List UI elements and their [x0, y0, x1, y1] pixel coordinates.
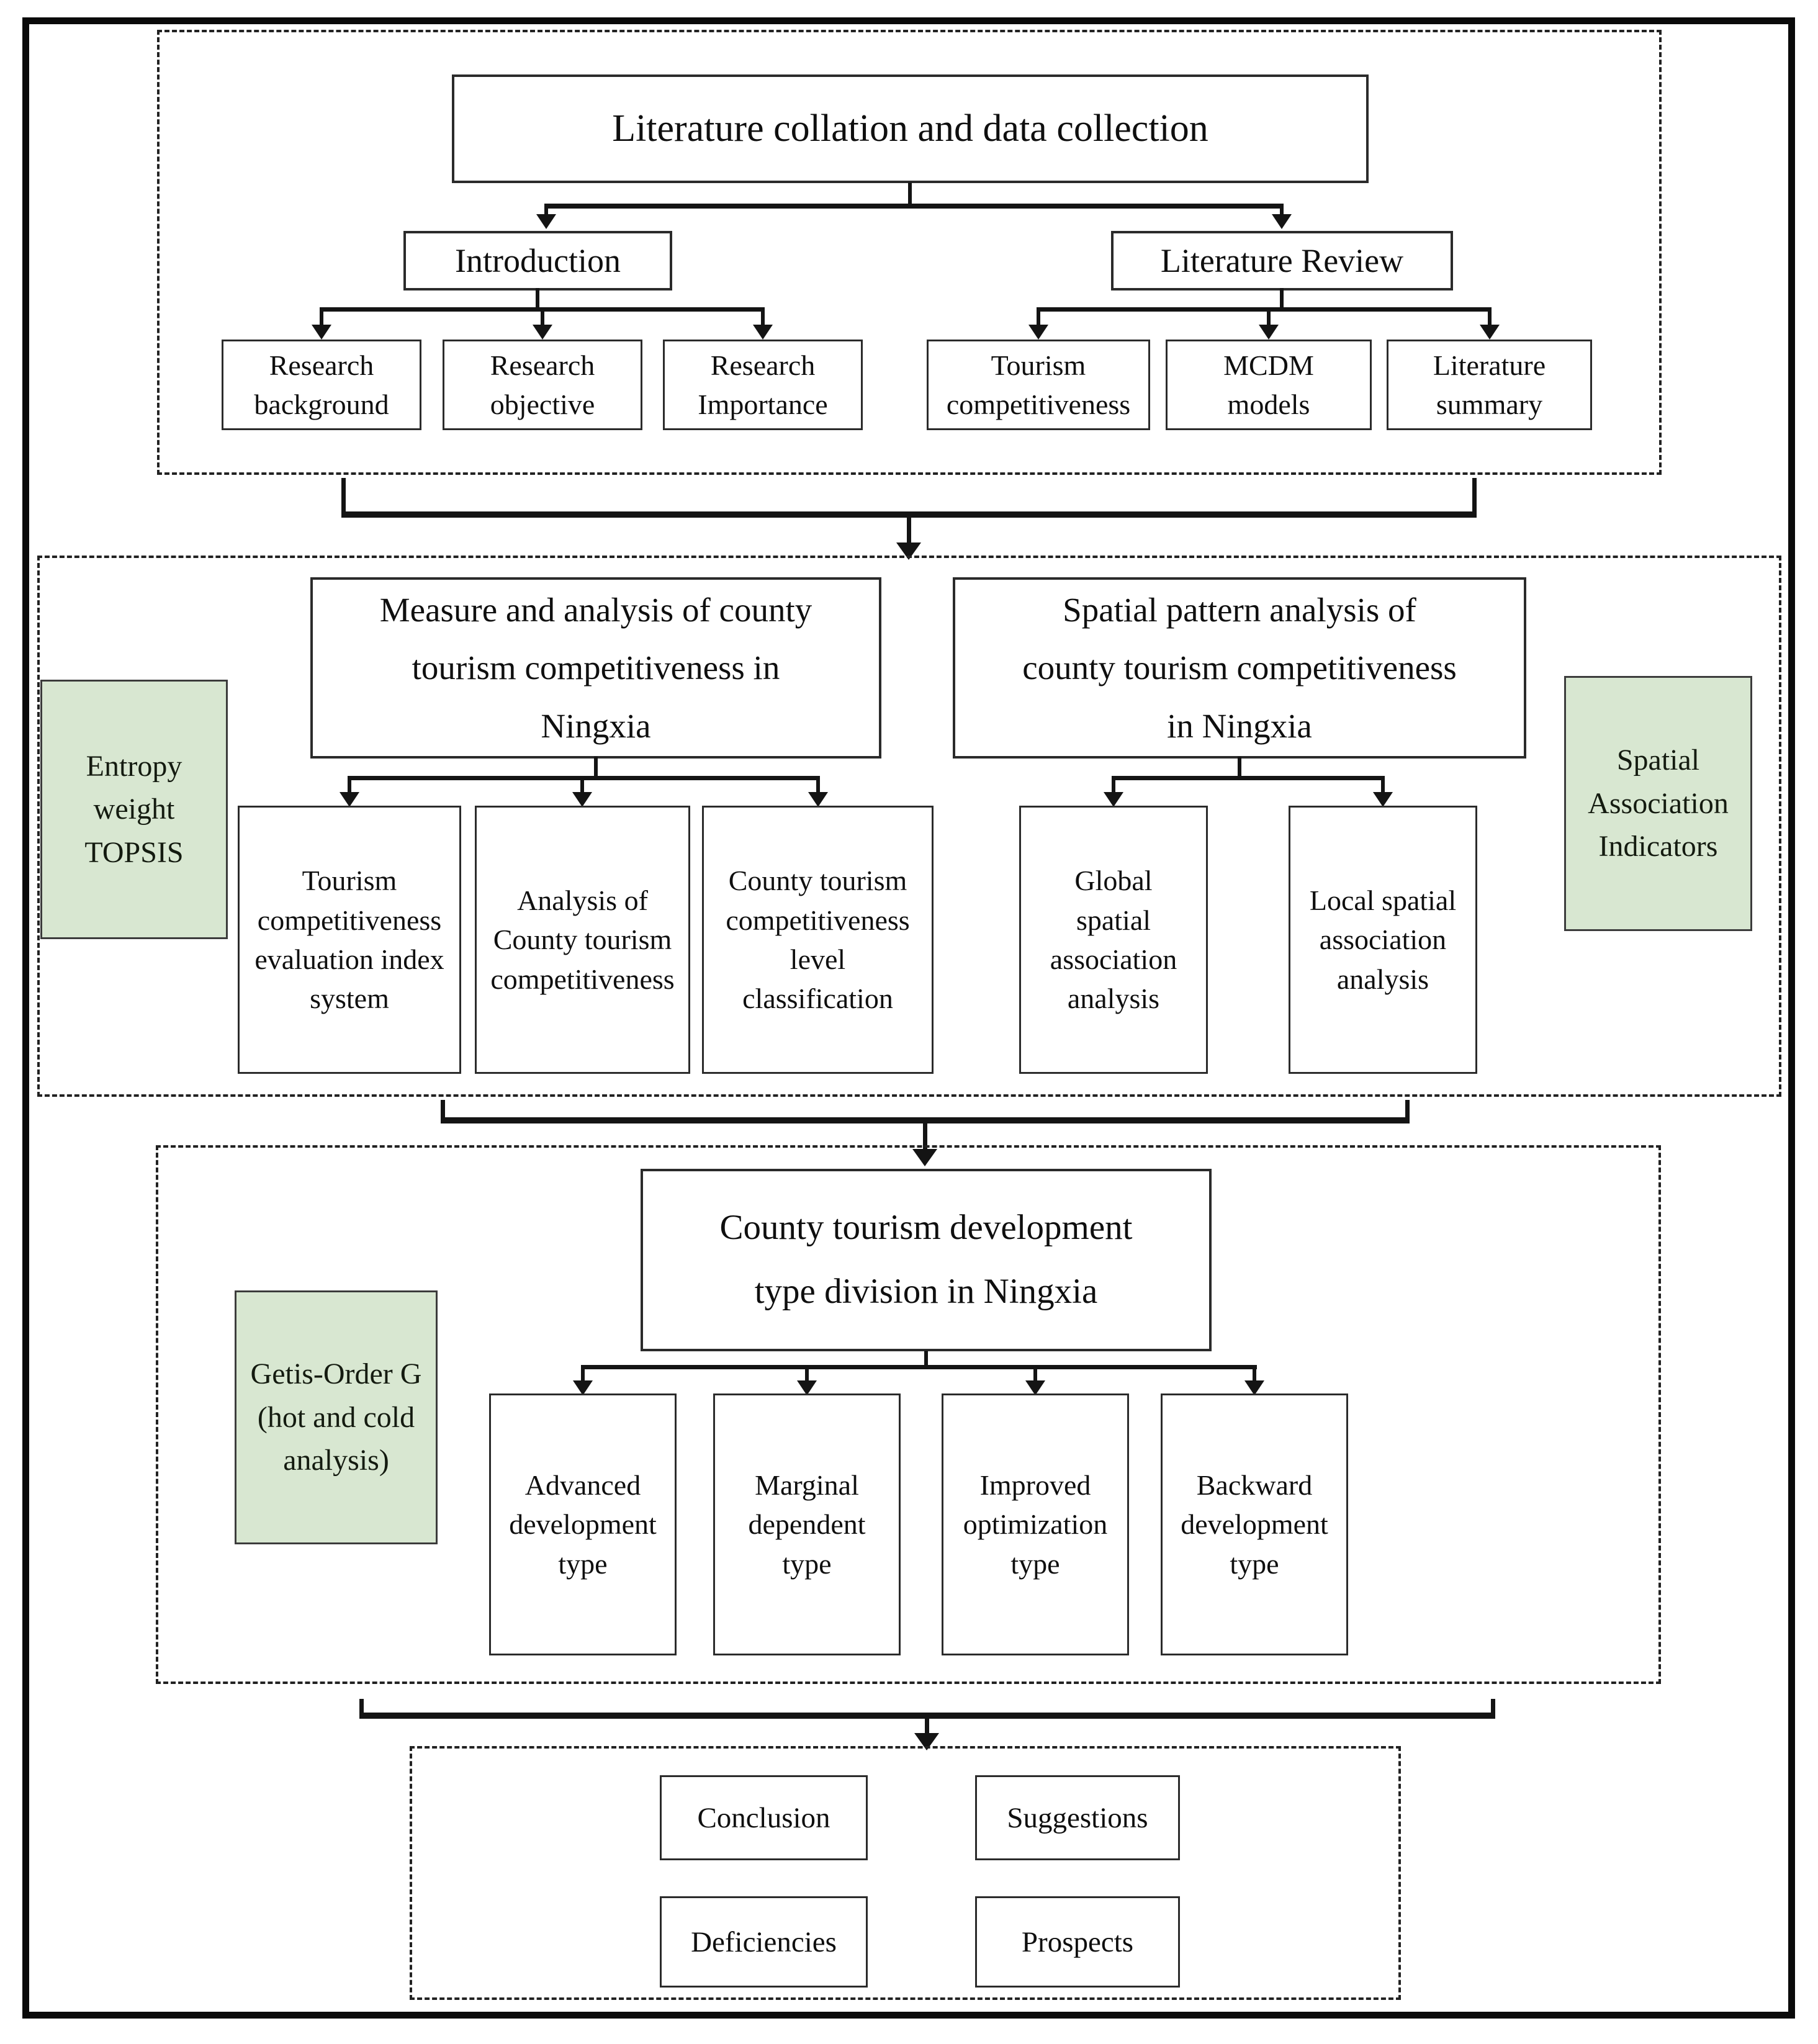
connector-line	[805, 1368, 809, 1382]
connector-line	[348, 776, 820, 780]
node-research-objective: Research objective	[443, 340, 642, 430]
arrow-down-icon	[1104, 792, 1123, 807]
connector-line	[1253, 1368, 1256, 1382]
connector-line	[594, 757, 598, 779]
connector-line	[581, 1365, 1257, 1369]
section-type-division	[156, 1145, 1661, 1684]
connector-line	[341, 478, 346, 516]
node-prospects: Prospects	[975, 1896, 1180, 1988]
node-literature-review: Literature Review	[1111, 231, 1453, 290]
connector-line	[1238, 757, 1241, 779]
connector-line	[544, 204, 1284, 209]
connector-line	[441, 1100, 445, 1122]
node-backward-development-type: Backward development type	[1161, 1393, 1348, 1655]
node-level-classification: County tourism competitiveness level cla…	[702, 806, 934, 1074]
connector-line	[1381, 779, 1385, 794]
node-spatial-association-indicators: Spatial Association Indicators	[1564, 676, 1752, 931]
section-conclusion	[410, 1746, 1401, 2000]
connector-line	[320, 310, 323, 326]
connector-line	[348, 779, 351, 794]
arrow-down-icon	[572, 792, 592, 807]
arrow-down-icon	[536, 214, 556, 229]
connector-line	[1491, 1699, 1495, 1718]
node-measure-analysis: Measure and analysis of county tourism c…	[310, 577, 881, 759]
connector-line	[1112, 779, 1115, 794]
node-local-spatial-association: Local spatial association analysis	[1289, 806, 1477, 1074]
arrow-down-icon	[312, 325, 331, 340]
node-research-background: Research background	[222, 340, 421, 430]
connector-line	[924, 1351, 928, 1368]
connector-line	[536, 288, 539, 309]
connector-line	[1267, 310, 1271, 326]
connector-line	[761, 310, 765, 326]
connector-line	[1472, 478, 1477, 516]
node-advanced-development-type: Advanced development type	[489, 1393, 677, 1655]
node-global-spatial-association: Global spatial association analysis	[1019, 806, 1208, 1074]
node-suggestions: Suggestions	[975, 1775, 1180, 1860]
connector-line	[359, 1713, 1495, 1719]
connector-line	[320, 307, 765, 312]
arrow-down-icon	[340, 792, 359, 807]
connector-line	[908, 182, 912, 205]
arrow-down-icon	[1272, 214, 1292, 229]
section-literature	[157, 30, 1662, 475]
connector-line	[1037, 307, 1492, 312]
node-getis-order-g: Getis-Order G (hot and cold analysis)	[235, 1290, 438, 1544]
node-entropy-weight-topsis: Entropy weight TOPSIS	[40, 680, 228, 939]
node-deficiencies: Deficiencies	[660, 1896, 868, 1988]
arrow-down-icon	[1028, 325, 1048, 340]
node-literature-collation: Literature collation and data collection	[452, 74, 1369, 183]
section-measurement	[37, 556, 1781, 1097]
connector-line	[1037, 310, 1040, 326]
arrow-down-icon	[808, 792, 828, 807]
connector-line	[816, 779, 820, 794]
node-mcdm-models: MCDM models	[1166, 340, 1372, 430]
arrow-down-icon	[1480, 325, 1500, 340]
arrow-down-icon	[1025, 1380, 1045, 1395]
connector-line	[541, 310, 544, 326]
connector-line	[1280, 288, 1284, 309]
connector-line	[581, 1368, 585, 1382]
arrow-down-icon	[912, 1149, 937, 1166]
node-evaluation-index-system: Tourism competitiveness evaluation index…	[238, 806, 461, 1074]
node-introduction: Introduction	[403, 231, 672, 290]
connector-line	[441, 1117, 1410, 1123]
outer-frame	[22, 17, 1795, 2019]
arrow-down-icon	[797, 1380, 817, 1395]
node-marginal-dependent-type: Marginal dependent type	[713, 1393, 901, 1655]
arrow-down-icon	[533, 325, 552, 340]
node-spatial-pattern: Spatial pattern analysis of county touri…	[953, 577, 1526, 759]
node-improved-optimization-type: Improved optimization type	[942, 1393, 1129, 1655]
connector-line	[1112, 776, 1385, 780]
connector-line	[1033, 1368, 1037, 1382]
node-analysis-county-competitiveness: Analysis of County tourism competitivene…	[475, 806, 690, 1074]
arrow-down-icon	[1244, 1380, 1264, 1395]
node-literature-summary: Literature summary	[1387, 340, 1592, 430]
connector-line	[1280, 205, 1284, 216]
connector-line	[341, 511, 1477, 518]
node-conclusion: Conclusion	[660, 1775, 868, 1860]
arrow-down-icon	[1373, 792, 1393, 807]
node-type-division-title: County tourism development type division…	[641, 1169, 1212, 1351]
connector-line	[907, 518, 911, 544]
connector-line	[580, 779, 584, 794]
node-research-importance: Research Importance	[663, 340, 863, 430]
node-tourism-competitiveness: Tourism competitiveness	[927, 340, 1150, 430]
connector-line	[1405, 1100, 1410, 1122]
connector-line	[544, 205, 548, 216]
connector-line	[923, 1123, 927, 1150]
arrow-down-icon	[573, 1380, 593, 1395]
arrow-down-icon	[1259, 325, 1279, 340]
connector-line	[1488, 310, 1492, 326]
connector-line	[925, 1719, 929, 1736]
connector-line	[359, 1699, 364, 1718]
arrow-down-icon	[753, 325, 773, 340]
